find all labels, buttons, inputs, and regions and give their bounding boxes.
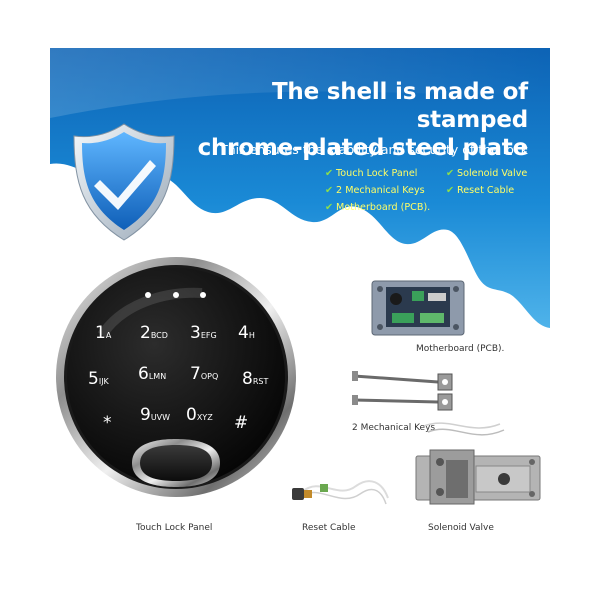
key-3: 3EFG: [190, 323, 217, 343]
key-6: 6LMN: [138, 364, 167, 384]
feature-reset-cable: ✔Reset Cable: [446, 185, 515, 196]
solenoid-valve-image: [415, 422, 541, 505]
feature-solenoid-valve: ✔Solenoid Valve: [446, 168, 528, 179]
key-0: 0XYZ: [186, 405, 213, 425]
subtitle: This ensures the stability and security …: [220, 142, 528, 157]
key-1: 1A: [95, 323, 112, 343]
mechanical-keys-image: [352, 371, 453, 411]
key-2: 2BCD: [140, 323, 168, 343]
motherboard-image: [371, 280, 465, 336]
check-icon: ✔: [325, 185, 334, 196]
check-icon: ✔: [446, 168, 455, 179]
check-icon: ✔: [446, 185, 455, 196]
check-icon: ✔: [325, 168, 334, 179]
reset-cable-image: [292, 480, 389, 505]
key-8: 8RST: [242, 369, 269, 389]
caption-reset-cable: Reset Cable: [302, 523, 356, 533]
headline-line-2: chrome-plated steel plate: [197, 135, 529, 161]
caption-motherboard: Motherboard (PCB).: [416, 344, 505, 354]
key-9: 9UVW: [140, 405, 171, 425]
caption-keys: 2 Mechanical Keys: [352, 423, 436, 433]
caption-touch-lock-panel: Touch Lock Panel: [136, 523, 213, 533]
key-4: 4H: [238, 323, 255, 343]
check-icon: ✔: [325, 202, 334, 213]
headline-line-1: The shell is made of stamped: [271, 79, 528, 133]
blue-banner: [50, 48, 550, 328]
key-5: 5IJK: [88, 369, 109, 389]
key-hash: #: [234, 413, 249, 433]
shield-check-icon: [73, 123, 175, 241]
key-star: *: [103, 413, 112, 433]
key-7: 7OPQ: [190, 364, 219, 384]
headline: The shell is made of stamped chrome-plat…: [188, 78, 529, 162]
touch-lock-panel-image: [56, 257, 296, 497]
feature-motherboard: ✔Motherboard (PCB).: [325, 202, 431, 213]
feature-mechanical-keys: ✔2 Mechanical Keys: [325, 185, 425, 196]
feature-touch-lock-panel: ✔Touch Lock Panel: [325, 168, 418, 179]
caption-solenoid-valve: Solenoid Valve: [428, 523, 494, 533]
